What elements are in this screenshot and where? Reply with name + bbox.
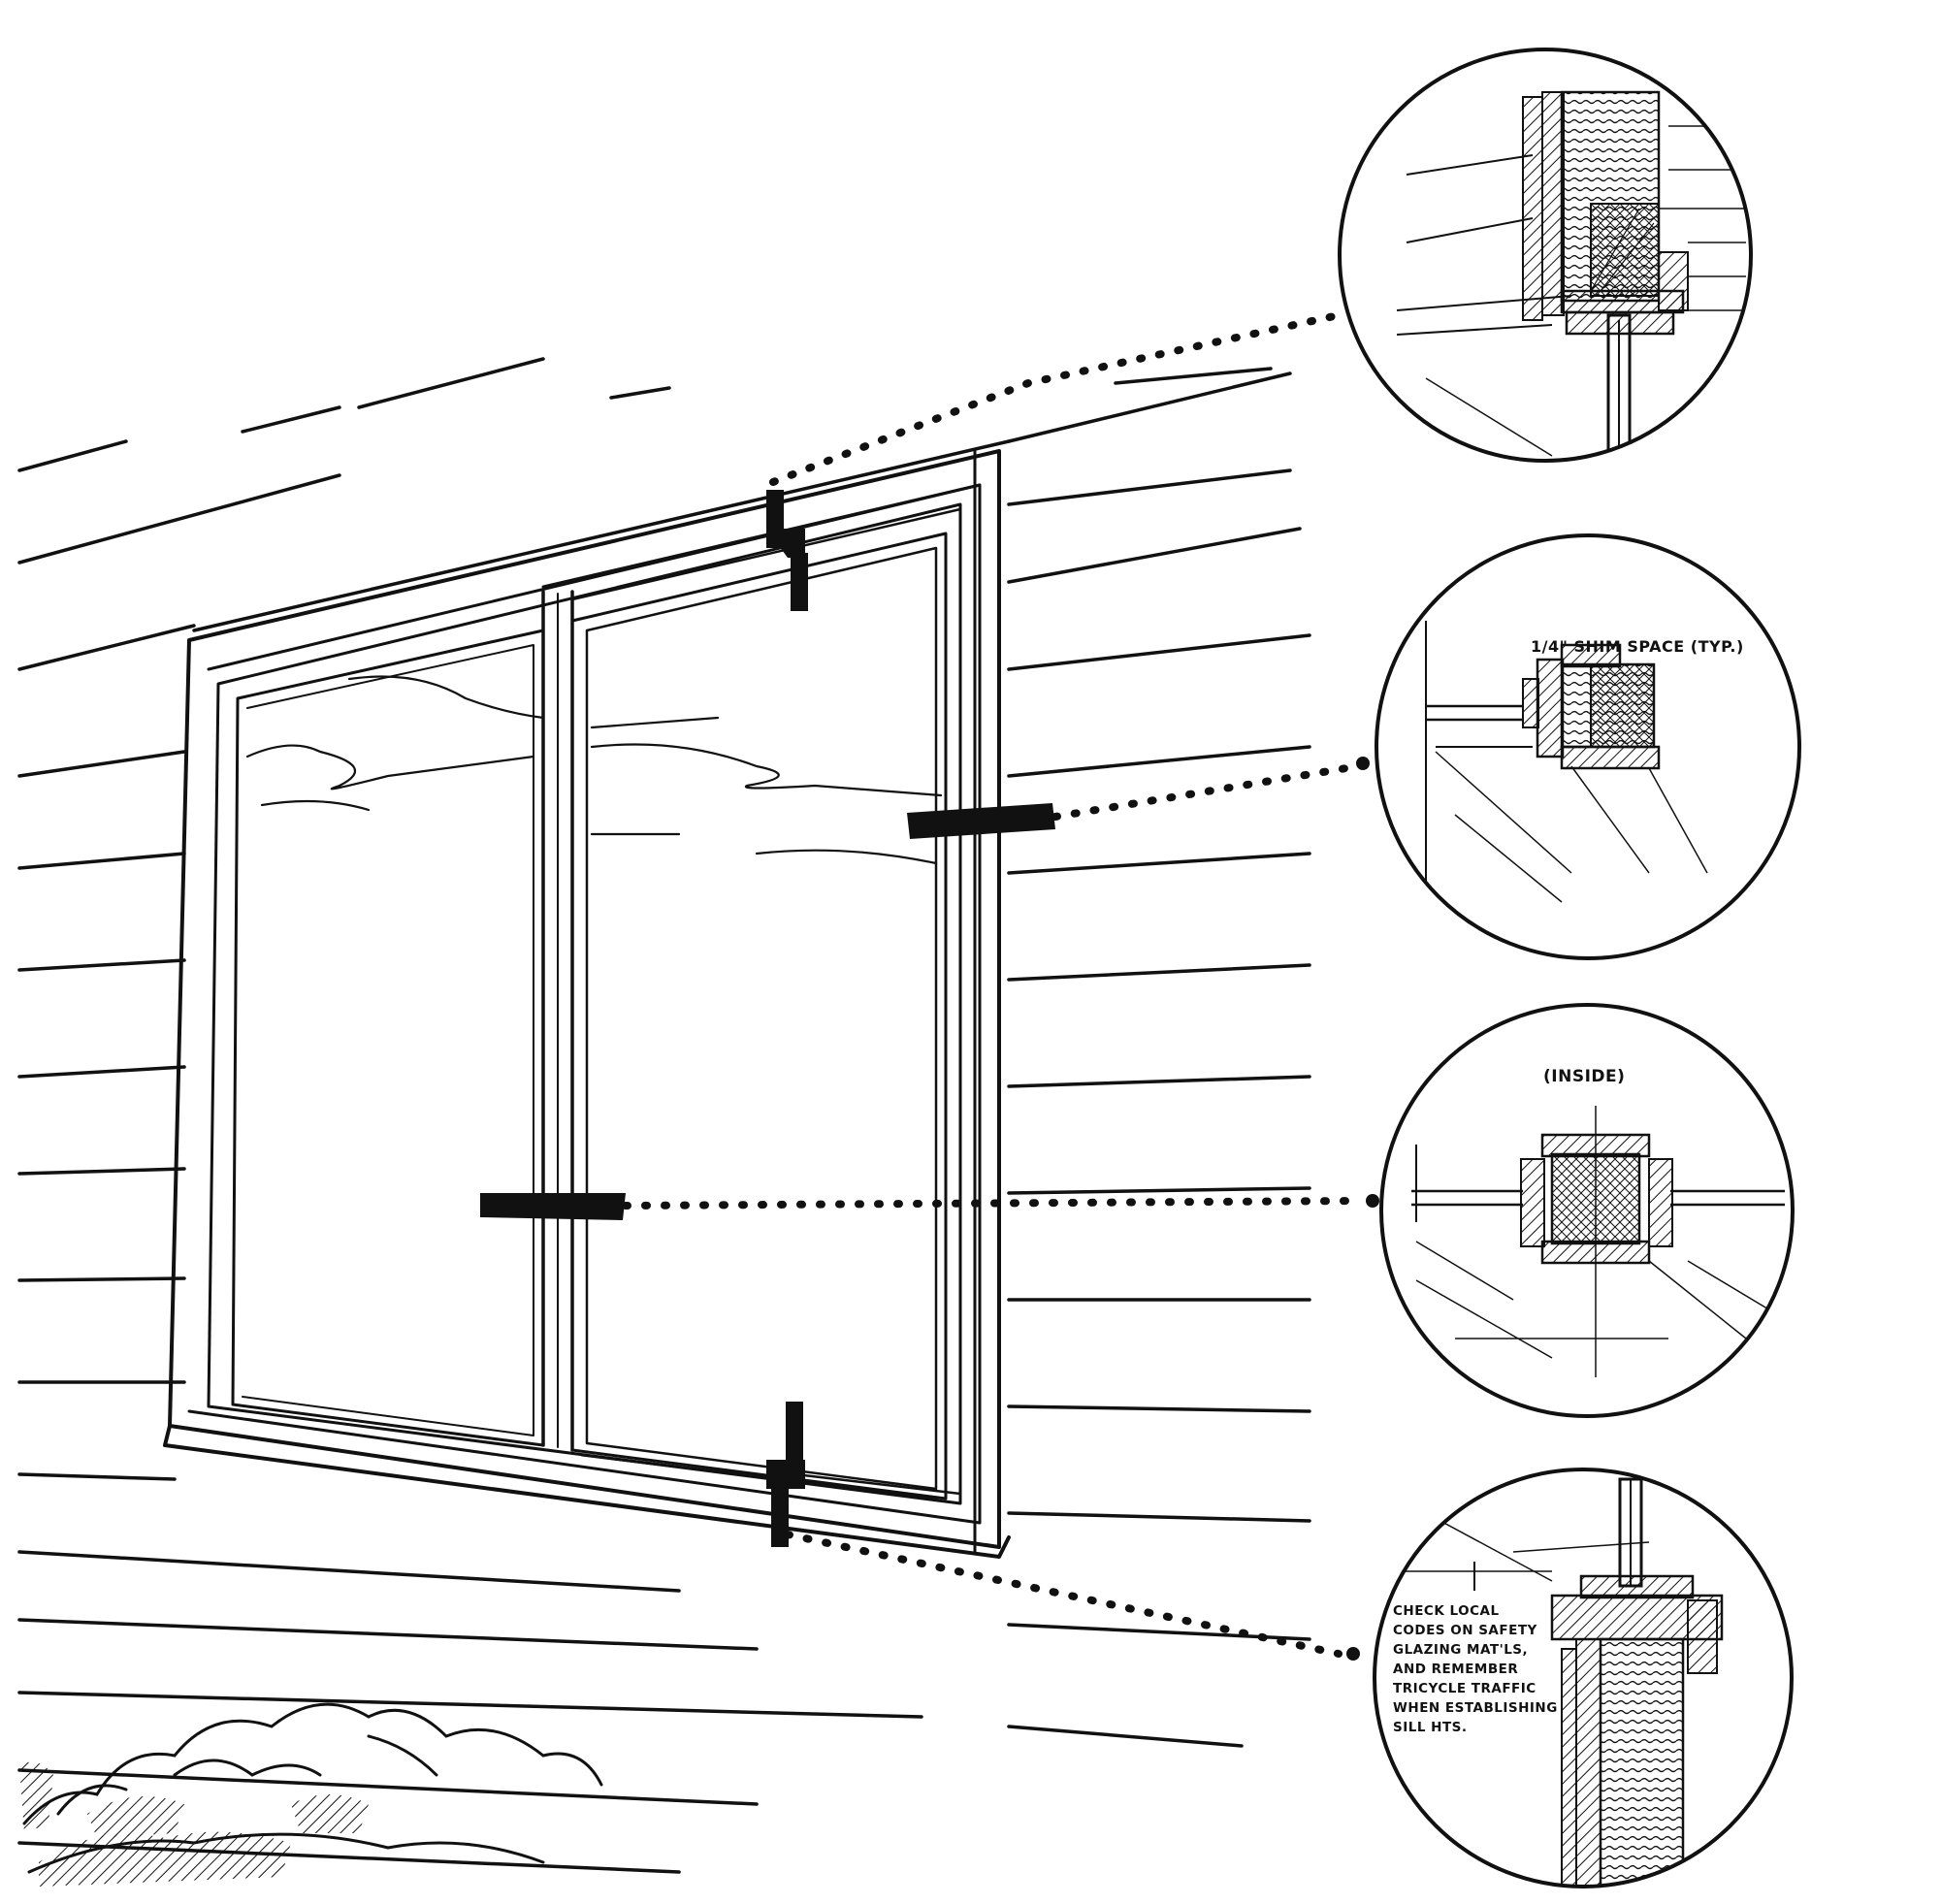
shim-space-label: 1/4" SHIM SPACE (TYP.) [1531, 637, 1744, 656]
sill-detail [1373, 1468, 1794, 1888]
window-unit [163, 449, 1011, 1559]
inside-label: (INSIDE) [1543, 1067, 1626, 1086]
jamb-detail [1375, 533, 1801, 960]
safety-note-line: CHECK LOCAL [1393, 1603, 1500, 1619]
siding-left [17, 357, 923, 1874]
safety-note-line: GLAZING MAT'LS, [1393, 1642, 1529, 1658]
safety-note-line: SILL HTS. [1393, 1720, 1468, 1735]
mullion-detail [1379, 1003, 1795, 1418]
leader-lines [622, 311, 1362, 1658]
siding-right [1007, 468, 1311, 1748]
shrub-shading [19, 1761, 369, 1887]
safety-note-line: CODES ON SAFETY [1393, 1623, 1537, 1638]
safety-note-line: TRICYCLE TRAFFIC [1393, 1681, 1537, 1696]
safety-note: CHECK LOCAL CODES ON SAFETY GLAZING MAT'… [1393, 1601, 1558, 1737]
head-detail [1338, 48, 1753, 463]
section-markers [480, 490, 1055, 1547]
glass-reflections [245, 675, 943, 865]
safety-note-line: WHEN ESTABLISHING [1393, 1700, 1558, 1716]
safety-note-line: AND REMEMBER [1393, 1662, 1519, 1677]
eave-lines [192, 367, 1292, 632]
